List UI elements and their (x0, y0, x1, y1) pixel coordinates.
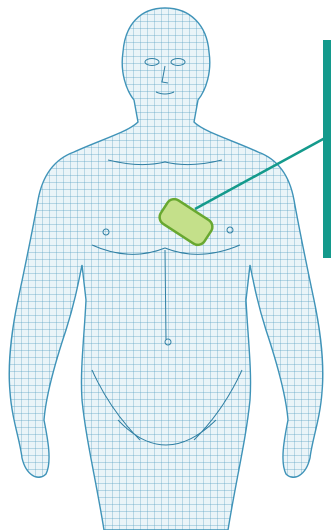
callout-panel (323, 40, 331, 258)
